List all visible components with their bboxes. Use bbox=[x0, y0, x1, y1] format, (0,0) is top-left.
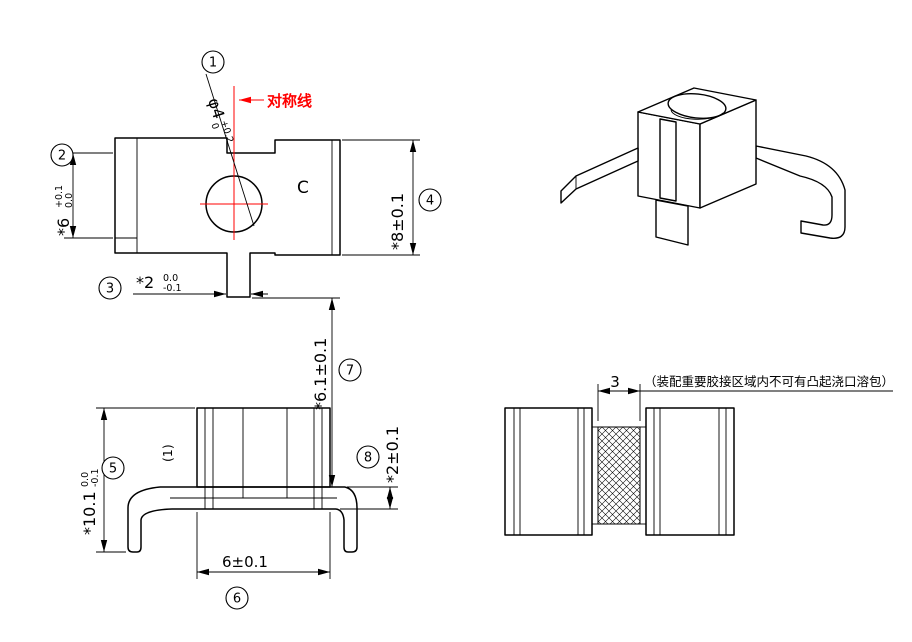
iso-hole-depth-arc bbox=[670, 109, 724, 120]
iso-hole-ellipse bbox=[667, 92, 727, 120]
total-height-dim-text: *10.1 0.0 -0.1 bbox=[80, 468, 101, 535]
hole-dim-tol-dn: 0 bbox=[208, 122, 220, 131]
side-height-dim-value: *6 bbox=[54, 218, 73, 236]
balloon-8-number: 8 bbox=[364, 451, 372, 466]
body-height-dim-value: *8±0.1 bbox=[388, 193, 407, 250]
assembly-note: （装配重要胶接区域内不可有凸起浇口溶包） bbox=[644, 374, 894, 389]
balloon-1-number: 1 bbox=[209, 56, 217, 71]
ref-label: (1) bbox=[160, 444, 175, 462]
tab-width-dim-value: *2 bbox=[136, 273, 154, 292]
leg-height-dim-value: *6.1±0.1 bbox=[311, 338, 330, 410]
balloon-2-number: 2 bbox=[58, 149, 66, 164]
balloon-5-number: 5 bbox=[109, 462, 117, 477]
balloon-7-number: 7 bbox=[346, 364, 354, 379]
bottom-view-inner-lines bbox=[204, 408, 323, 509]
balloon-4-number: 4 bbox=[426, 194, 434, 209]
hole-dim-leader bbox=[205, 73, 255, 227]
face-label: C bbox=[297, 178, 309, 198]
balloon-8 bbox=[356, 445, 380, 469]
balloon-5 bbox=[101, 456, 125, 480]
front-view-outline bbox=[114, 137, 341, 298]
total-height-dim-tol-up: 0.0 bbox=[80, 472, 91, 487]
balloon-1 bbox=[201, 50, 225, 74]
balloon-7 bbox=[338, 358, 362, 382]
ref-label-group: (1) bbox=[160, 444, 175, 462]
tab-width-dim-tol-dn: -0.1 bbox=[163, 283, 182, 294]
side-height-dim-tol-up: +0.1 bbox=[54, 185, 65, 208]
balloon-4 bbox=[418, 188, 442, 212]
section-right-block bbox=[645, 407, 735, 536]
balloon-6 bbox=[225, 586, 249, 610]
gap-dim-value: 3 bbox=[610, 373, 620, 391]
link-dimensions: *6.1±0.1 7 *2±0.1 8 bbox=[252, 297, 402, 510]
leg-height-dim-text: *6.1±0.1 bbox=[311, 338, 330, 410]
right-leg bbox=[335, 486, 358, 553]
section-view: 3 （装配重要胶接区域内不可有凸起浇口溶包） bbox=[504, 373, 894, 536]
left-leg bbox=[127, 486, 173, 553]
iso-right-channel bbox=[755, 145, 846, 239]
iso-front-slot bbox=[659, 118, 677, 202]
body-width-dim-value: 6±0.1 bbox=[222, 553, 268, 571]
side-height-dim-tol-dn: 0.0 bbox=[64, 193, 75, 208]
side-height-dim-text: *6 +0.1 0.0 bbox=[54, 185, 75, 236]
balloon-2 bbox=[50, 143, 74, 167]
balloon-3 bbox=[98, 276, 122, 300]
body-height-dim-text: *8±0.1 bbox=[388, 193, 407, 250]
total-height-dim-tol-dn: -0.1 bbox=[90, 468, 101, 487]
tab-width-dim-tol-up: 0.0 bbox=[163, 273, 178, 284]
symmetry-label: 对称线 bbox=[267, 92, 312, 110]
balloon-6-number: 6 bbox=[233, 592, 241, 607]
section-bond-area-hatch bbox=[597, 426, 641, 525]
isometric-view bbox=[560, 87, 846, 246]
iso-center-tab bbox=[655, 199, 689, 246]
section-left-block bbox=[504, 407, 593, 536]
balloon-3-number: 3 bbox=[106, 282, 114, 297]
total-height-dim-value: *10.1 bbox=[80, 491, 99, 535]
bottom-view: (1) *10.1 0.0 -0.1 5 6±0.1 6 bbox=[80, 407, 358, 610]
plate-thickness-dim-text: *2±0.1 bbox=[383, 426, 402, 483]
plate-thickness-dim-value: *2±0.1 bbox=[383, 426, 402, 483]
